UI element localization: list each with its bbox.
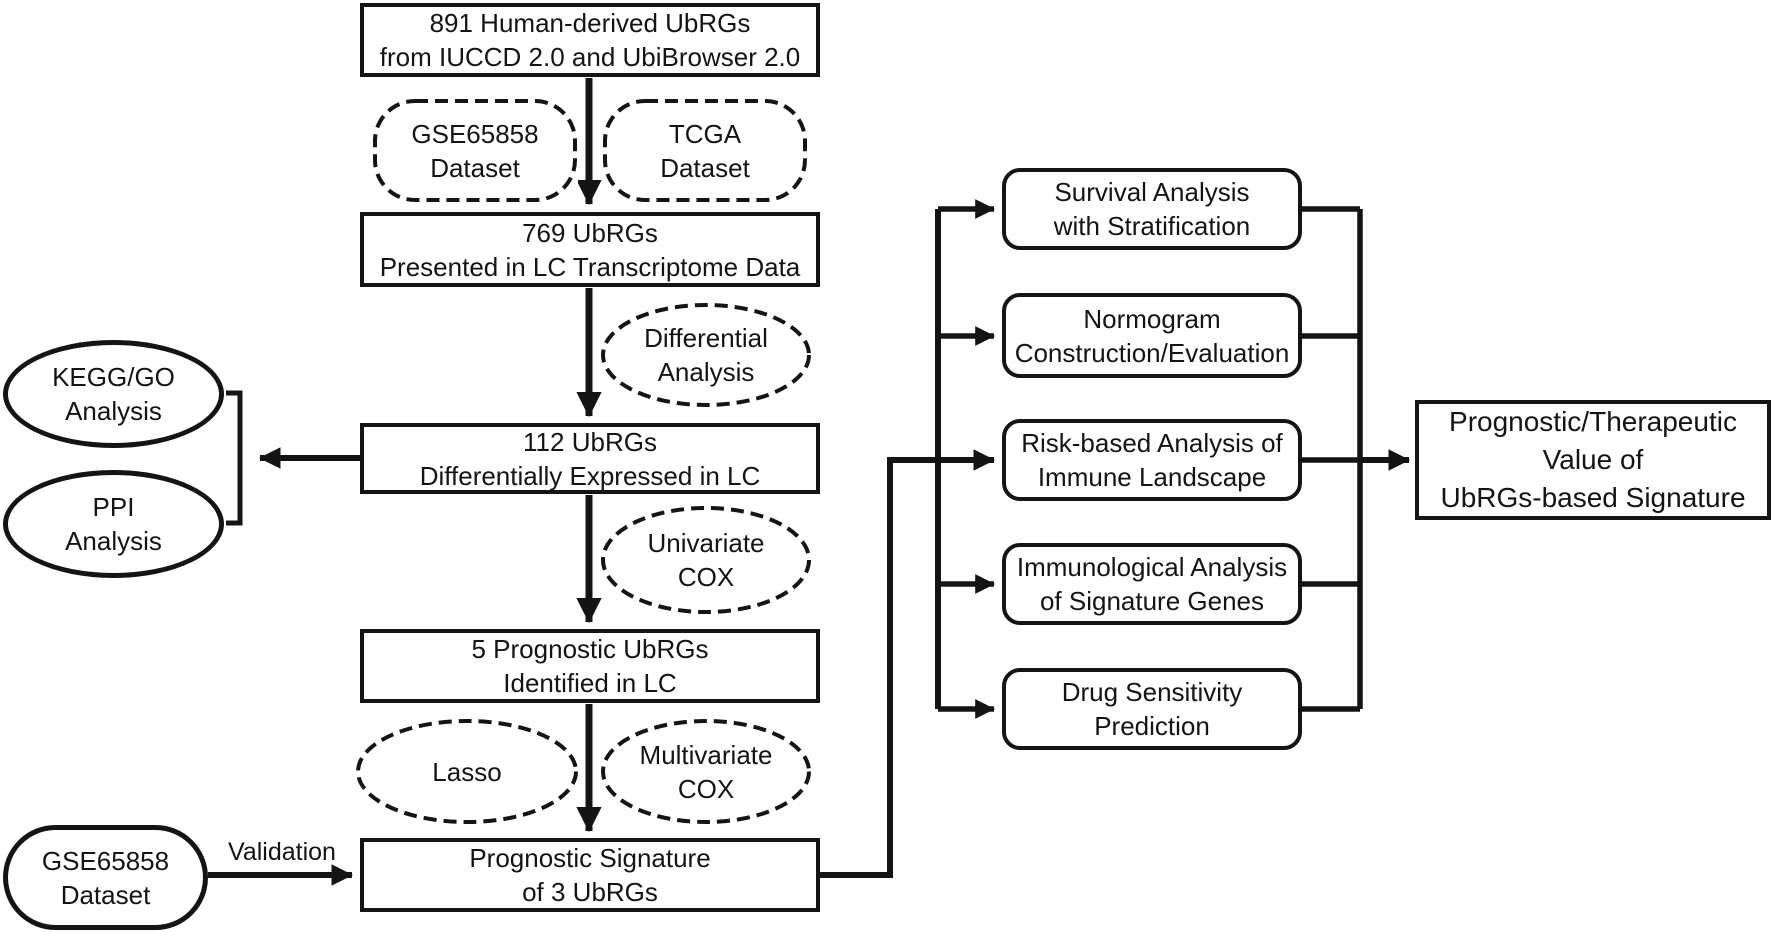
node-prognostic-signature: Prognostic Signature of 3 UbRGs [360, 838, 820, 912]
node-immunological-analysis-label: Immunological Analysis of Signature Gene… [1016, 552, 1288, 616]
node-outcome-label: Prognostic/Therapeutic Value of UbRGs-ba… [1440, 406, 1746, 513]
node-outcome: Prognostic/Therapeutic Value of UbRGs-ba… [1415, 400, 1771, 520]
node-gse65858-dataset-validation-label: GSE65858 Dataset [41, 845, 170, 910]
node-univariate-cox-label: Univariate COX [647, 528, 765, 592]
signature-to-steps [820, 209, 996, 878]
node-lasso: Lasso [355, 718, 579, 825]
node-5-prognostic-ubrgs-label: 5 Prognostic UbRGs Identified in LC [471, 634, 709, 698]
node-drug-sensitivity: Drug Sensitivity Prediction [1002, 668, 1302, 750]
node-gse65858-dataset-validation: GSE65858 Dataset [3, 825, 208, 930]
node-ppi-analysis: PPI Analysis [3, 470, 224, 578]
node-univariate-cox: Univariate COX [600, 505, 812, 615]
node-survival-analysis-label: Survival Analysis with Stratification [1053, 177, 1251, 241]
node-gse65858-dataset-top: GSE65858 Dataset [372, 98, 578, 203]
node-5-prognostic-ubrgs: 5 Prognostic UbRGs Identified in LC [360, 629, 820, 703]
step-branches [938, 199, 995, 719]
node-112-ubrgs: 112 UbRGs Differentially Expressed in LC [360, 423, 820, 494]
node-kegg-go-analysis: KEGG/GO Analysis [3, 340, 224, 448]
validation-edge-label: Validation [228, 838, 336, 866]
node-769-ubrgs-label: 769 UbRGs Presented in LC Transcriptome … [379, 217, 801, 282]
node-survival-analysis: Survival Analysis with Stratification [1002, 168, 1302, 250]
node-tcga-dataset: TCGA Dataset [602, 98, 808, 203]
node-differential-analysis: Differential Analysis [600, 302, 812, 408]
node-multivariate-cox: Multivariate COX [600, 718, 812, 825]
bracket [226, 390, 243, 526]
node-lasso-label: Lasso [432, 756, 502, 787]
node-risk-immune-landscape-label: Risk-based Analysis of Immune Landscape [1021, 428, 1283, 492]
node-risk-immune-landscape: Risk-based Analysis of Immune Landscape [1002, 419, 1302, 501]
node-prognostic-signature-label: Prognostic Signature of 3 UbRGs [469, 843, 711, 907]
node-769-ubrgs: 769 UbRGs Presented in LC Transcriptome … [360, 212, 820, 287]
step-collectors [1302, 206, 1363, 712]
enrichment-branch [226, 390, 360, 526]
node-normogram: Normogram Construction/Evaluation [1002, 293, 1302, 378]
node-source-ubrgs-label: 891 Human-derived UbRGs from IUCCD 2.0 a… [379, 8, 801, 72]
node-gse65858-dataset-top-label: GSE65858 Dataset [411, 118, 539, 183]
node-differential-analysis-label: Differential Analysis [644, 323, 768, 387]
node-source-ubrgs: 891 Human-derived UbRGs from IUCCD 2.0 a… [360, 3, 820, 77]
node-multivariate-cox-label: Multivariate COX [639, 739, 773, 804]
node-tcga-dataset-label: TCGA Dataset [660, 118, 750, 183]
node-112-ubrgs-label: 112 UbRGs Differentially Expressed in LC [419, 426, 761, 491]
node-drug-sensitivity-label: Drug Sensitivity Prediction [1061, 677, 1243, 741]
node-kegg-go-analysis-label: KEGG/GO Analysis [52, 362, 175, 426]
node-normogram-label: Normogram Construction/Evaluation [1014, 303, 1290, 368]
node-ppi-analysis-label: PPI Analysis [65, 492, 162, 556]
node-immunological-analysis: Immunological Analysis of Signature Gene… [1002, 543, 1302, 625]
